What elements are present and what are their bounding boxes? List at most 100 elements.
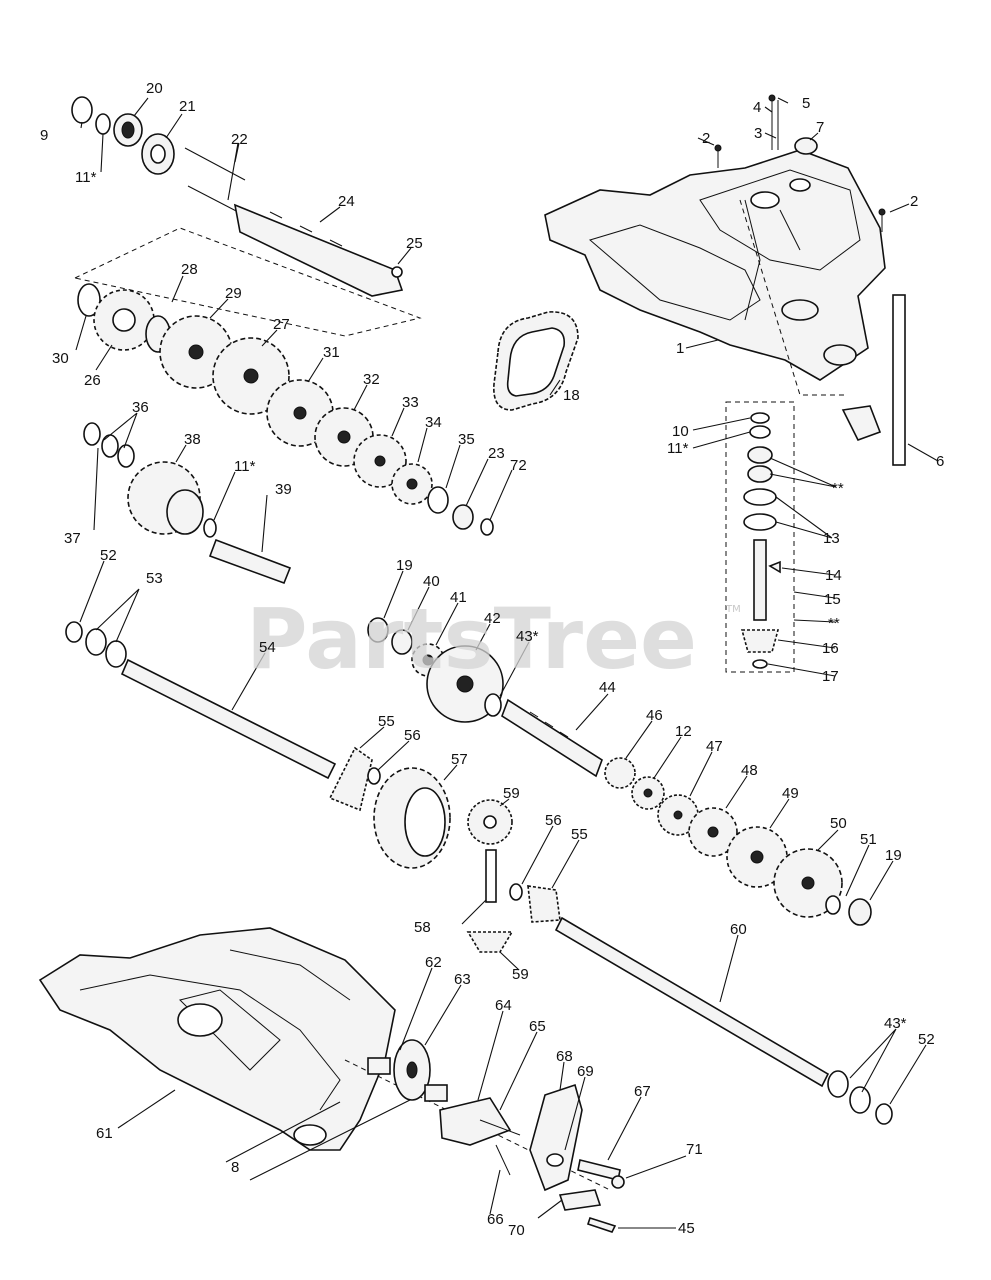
part-15-shaft xyxy=(753,539,767,621)
part-11-ring xyxy=(95,113,111,135)
part-43-washer xyxy=(484,693,502,717)
label-part-68: 68 xyxy=(556,1048,573,1065)
part-59b-pinion xyxy=(466,931,514,953)
lower-housing xyxy=(38,927,396,1151)
label-part-41: 41 xyxy=(450,589,467,606)
label-part-11-b: 11* xyxy=(234,458,256,475)
label-part-49: 49 xyxy=(782,785,799,802)
brake-assembly xyxy=(344,1039,625,1233)
middle-shaft-row xyxy=(65,617,603,812)
label-part-69: 69 xyxy=(577,1063,594,1080)
part-55b-bevel-gear xyxy=(527,885,561,923)
part-68-bracket xyxy=(529,1083,583,1192)
label-part-27: 26 xyxy=(84,372,101,389)
part-53-washer xyxy=(85,628,107,656)
label-part-55-b: 55 xyxy=(571,826,588,843)
part-58-pin xyxy=(485,849,497,903)
label-part-31: 31 xyxy=(323,344,340,361)
label-part-23: 23 xyxy=(488,445,505,462)
right-gear-row xyxy=(604,757,872,926)
label-part-61: 61 xyxy=(96,1125,113,1142)
label-part-17: 17 xyxy=(822,668,839,685)
label-part-38: 38 xyxy=(184,431,201,448)
label-part-26: 30 xyxy=(52,350,69,367)
part-64-caliper xyxy=(439,1097,512,1146)
part-bearing-upper xyxy=(747,446,773,464)
part-1-housing xyxy=(544,149,886,381)
label-part-57: 57 xyxy=(451,751,468,768)
label-part-56-a: 56 xyxy=(404,727,421,744)
label-part-54: 54 xyxy=(259,639,276,656)
differential-assembly xyxy=(373,767,893,1125)
label-part-16: 16 xyxy=(822,640,839,657)
part-19-bushing xyxy=(367,617,389,643)
label-part-45: 45 xyxy=(678,1220,695,1237)
label-part-51: 51 xyxy=(860,831,877,848)
label-part-2-b: 2 xyxy=(910,193,918,210)
part-66-pin xyxy=(495,1144,511,1176)
label-part-11-c: 11* xyxy=(667,440,689,457)
part-17-ring xyxy=(752,659,768,669)
vertical-shaft-assembly xyxy=(725,401,795,673)
label-part-7: 7 xyxy=(816,119,824,136)
part-8-pad xyxy=(424,1084,448,1102)
part-35-washer xyxy=(427,486,449,514)
label-part-46: 46 xyxy=(646,707,663,724)
label-part-40: 40 xyxy=(423,573,440,590)
label-part-35: 35 xyxy=(458,431,475,448)
part-6-lever xyxy=(841,405,882,441)
label-part-52-b: 52 xyxy=(918,1031,935,1048)
label-part-20: 20 xyxy=(146,80,163,97)
label-part-19-a: 19 xyxy=(396,557,413,574)
label-part-32: 32 xyxy=(363,371,380,388)
part-10-ring xyxy=(750,412,770,424)
part-36-washer xyxy=(83,422,101,446)
label-part-67: 67 xyxy=(634,1083,651,1100)
label-part-22: 22 xyxy=(231,131,248,148)
part-52-ring xyxy=(65,621,83,643)
label-part-30: 27 xyxy=(273,316,290,333)
label-part-9: 9 xyxy=(40,127,48,144)
part-22-pin xyxy=(184,147,246,181)
cluster-gear-row xyxy=(83,422,292,585)
part-5-bolt-head xyxy=(768,94,776,102)
label-part-33: 33 xyxy=(402,394,419,411)
part-25-key xyxy=(391,266,403,278)
part-72-ring xyxy=(480,518,494,536)
label-part-3: 3 xyxy=(754,125,762,142)
label-part-53: 53 xyxy=(146,570,163,587)
label-part-52-a: 52 xyxy=(100,547,117,564)
label-part-double-star-a: ** xyxy=(832,480,844,497)
part-40-spacer xyxy=(391,629,413,655)
label-part-12: 12 xyxy=(675,723,692,740)
label-part-60: 60 xyxy=(730,921,747,938)
gear-stack-row xyxy=(77,283,494,536)
label-part-1: 1 xyxy=(676,340,684,357)
part-69-washer xyxy=(546,1153,564,1167)
part-44-shaft xyxy=(501,698,603,778)
part-39-shaft xyxy=(208,538,292,585)
label-part-18: 18 xyxy=(563,387,580,404)
part-51-washer xyxy=(825,895,841,915)
label-part-39: 39 xyxy=(275,481,292,498)
label-part-13: 13 xyxy=(823,530,840,547)
label-part-56-b: 56 xyxy=(545,812,562,829)
label-part-24: 24 xyxy=(338,193,355,210)
label-part-48: 48 xyxy=(741,762,758,779)
label-part-47: 47 xyxy=(706,738,723,755)
label-part-44: 44 xyxy=(599,679,616,696)
label-part-42: 42 xyxy=(484,610,501,627)
part-61-housing xyxy=(38,927,396,1151)
label-part-55-a: 55 xyxy=(378,713,395,730)
label-part-64: 64 xyxy=(495,997,512,1014)
label-part-43-a: 43* xyxy=(516,628,539,645)
label-part-10: 10 xyxy=(672,423,689,440)
label-part-59-b: 59 xyxy=(512,966,529,983)
label-part-14: 14 xyxy=(825,567,842,584)
label-part-70: 70 xyxy=(508,1222,525,1239)
label-part-15: 15 xyxy=(824,591,841,608)
label-part-58: 58 xyxy=(414,919,431,936)
part-19b-bushing xyxy=(848,898,872,926)
part-55-bevel-gear xyxy=(328,746,373,812)
part-23-bushing xyxy=(452,504,474,530)
